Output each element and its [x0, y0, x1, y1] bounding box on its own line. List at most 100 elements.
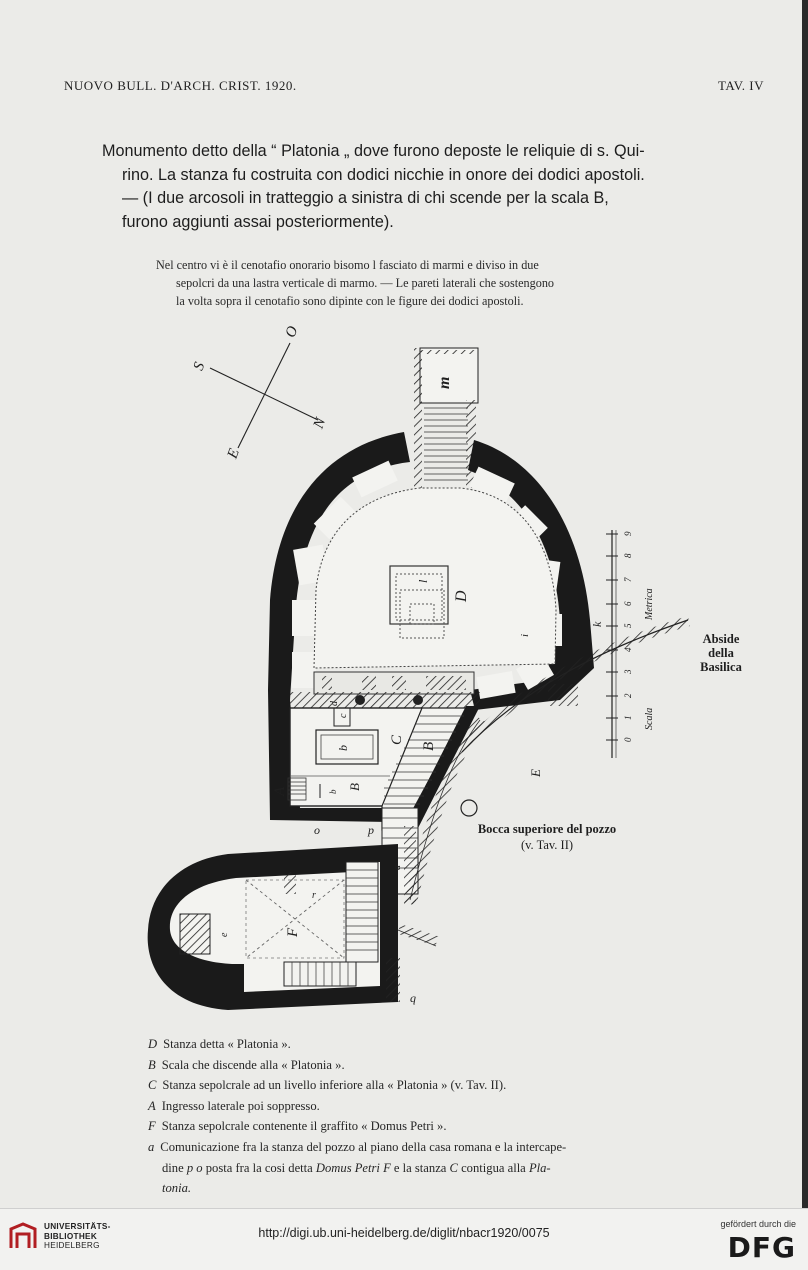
scale-tick-6: 6 — [623, 601, 633, 606]
well-label-title: Bocca superiore del pozzo — [477, 822, 617, 836]
legend-fragment: F — [383, 1160, 391, 1175]
label-B-stairs: B — [421, 742, 437, 751]
page-edge — [802, 0, 808, 1208]
library-name-line: HEIDELBERG — [44, 1241, 100, 1250]
platonia-room-D — [313, 487, 557, 669]
legend-key: A — [148, 1098, 156, 1113]
partition-row — [290, 671, 480, 708]
note-line: Nel centro vi è il cenotafio onorario bi… — [156, 258, 539, 272]
label-c: c — [338, 713, 349, 718]
label-C: C — [389, 734, 405, 745]
plate-number: TAV. IV — [717, 78, 764, 93]
stair-m: m — [414, 347, 479, 488]
scale-tick-2: 2 — [623, 693, 633, 698]
label-q: q — [410, 991, 416, 1005]
scanned-page: NUOVO BULL. D'ARCH. CRIST. 1920. TAV. IV… — [0, 0, 802, 1208]
library-name[interactable]: UNIVERSITÄTS- BIBLIOTHEK HEIDELBERG — [44, 1222, 111, 1251]
legend-fragment: Pla- — [528, 1160, 551, 1175]
floor-plan: S O N E m — [147, 324, 690, 1010]
compass-o: O — [283, 324, 302, 340]
legend-item: C Stanza sepolcrale ad un livello inferio… — [148, 1075, 708, 1096]
abside-line: Basilica — [700, 660, 742, 674]
sponsor-caption: gefördert durch die — [720, 1219, 796, 1229]
journal-title: NUOVO BULL. D'ARCH. CRIST. 1920. — [64, 78, 297, 93]
label-dir-b: b — [328, 789, 338, 794]
viewer-footer: UNIVERSITÄTS- BIBLIOTHEK HEIDELBERG http… — [0, 1208, 808, 1270]
legend-text: Stanza detta « Platonia ». — [163, 1037, 291, 1051]
legend-fragment: p — [186, 1160, 194, 1175]
label-k: k — [590, 621, 604, 627]
library-name-line: BIBLIOTHEK — [44, 1231, 98, 1241]
legend-text: Stanza sepolcrale contenente il graffito… — [161, 1119, 447, 1134]
compass-s: S — [191, 360, 209, 373]
label-a: a — [392, 865, 403, 870]
cenotaph-l: l — [389, 565, 449, 639]
label-d: d — [329, 700, 340, 706]
university-library-logo-icon[interactable] — [8, 1221, 38, 1251]
abside-line: Abside — [702, 632, 740, 646]
legend-key: D — [148, 1037, 158, 1051]
legend-fragment: dine — [162, 1160, 187, 1175]
platonia-wall-right — [468, 440, 594, 710]
legend-text: Ingresso laterale poi soppresso. — [161, 1098, 320, 1113]
legend-fragment: posta fra la cosi detta — [202, 1160, 316, 1175]
permalink-url[interactable]: http://digi.ub.uni-heidelberg.de/diglit/… — [258, 1226, 550, 1240]
basilica-apse-edge — [397, 616, 690, 947]
scale-label: Scala — [644, 708, 655, 730]
abside-line: della — [708, 646, 734, 660]
compass-rose: S O N E — [191, 324, 330, 462]
caption-line: rino. La stanza fu costruita con dodici … — [122, 165, 645, 184]
label-A: A — [272, 786, 288, 797]
well-label-ref: (v. Tav. II) — [520, 838, 574, 852]
legend-key: F — [148, 1119, 156, 1134]
legend-item: A Ingresso laterale poi soppresso. — [148, 1096, 708, 1117]
legend-fragment: C — [449, 1160, 458, 1175]
legend-fragment: Domus Petri — [315, 1160, 380, 1175]
scale-tick-9: 9 — [623, 531, 633, 536]
scale-tick-3: 3 — [623, 669, 633, 675]
label-i: i — [519, 634, 531, 637]
scale-bar: 0 1 2 3 4 5 6 7 8 9 Scala Metrica — [606, 530, 655, 758]
legend-fragment: o — [196, 1160, 203, 1175]
platonia-wall — [268, 432, 410, 822]
legend-fragment: e la stanza — [390, 1160, 450, 1175]
legend-fragment: contigua alla — [457, 1160, 529, 1175]
compass-n: N — [310, 415, 329, 432]
legend-item: F Stanza sepolcrale contenente il graffit… — [148, 1116, 708, 1137]
scale-tick-4: 4 — [623, 647, 633, 652]
legend-key: a — [148, 1139, 155, 1154]
label-F: F — [285, 927, 301, 938]
plate-caption: Monumento detto della “ Platonia „ dove … — [102, 140, 707, 234]
scale-tick-1: 1 — [623, 716, 633, 721]
label-D: D — [453, 590, 470, 603]
abside-label: Abside della Basilica — [690, 632, 752, 674]
scale-tick-0: 0 — [623, 737, 633, 742]
plan-legend: D Stanza detta « Platonia ». B Scala che d… — [148, 1034, 708, 1199]
label-o: o — [314, 823, 320, 837]
legend-text: Scala che discende alla « Platonia ». — [161, 1057, 345, 1072]
legend-continuation: dine p o posta fra la cosi detta Domus P… — [148, 1158, 708, 1179]
label-m: m — [436, 377, 453, 389]
plate-note: Nel centro vi è il cenotafio onorario bi… — [156, 257, 704, 310]
label-p: p — [367, 823, 374, 837]
caption-line: Monumento detto della “ Platonia „ dove … — [102, 142, 645, 160]
note-line: la volta sopra il cenotafio sono dipinte… — [176, 293, 524, 308]
legend-key: C — [148, 1078, 157, 1093]
legend-key: B — [148, 1057, 156, 1072]
label-B-lower: B — [347, 783, 362, 791]
legend-item: a Comunicazione fra la stanza del pozzo a… — [148, 1137, 708, 1158]
scale-unit: Metrica — [644, 588, 655, 621]
legend-text: Comunicazione fra la stanza del pozzo al… — [160, 1139, 567, 1154]
caption-line: furono aggiunti assai posteriormente). — [122, 212, 394, 231]
well-label: Bocca superiore del pozzo (v. Tav. II) — [452, 821, 642, 853]
legend-item: B Scala che discende alla « Platonia ». — [148, 1055, 708, 1076]
legend-item: D Stanza detta « Platonia ». — [148, 1034, 708, 1055]
caption-line: — (I due arcosoli in tratteggio a sinist… — [122, 189, 609, 208]
label-l: l — [416, 579, 430, 583]
scale-tick-8: 8 — [623, 553, 633, 558]
label-b: b — [336, 745, 350, 751]
legend-text: Stanza sepolcrale ad un livello inferior… — [162, 1078, 507, 1093]
dfg-logo[interactable]: DFG — [727, 1231, 796, 1264]
label-E: E — [528, 769, 543, 778]
compass-e: E — [224, 447, 243, 462]
